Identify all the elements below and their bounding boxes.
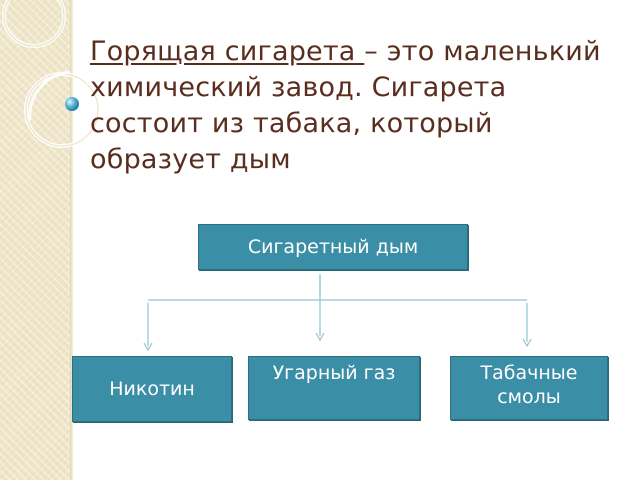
child-node-carbon-monoxide: Угарный газ bbox=[248, 356, 420, 420]
child-node-tar: Табачные смолы bbox=[450, 356, 608, 420]
child-node-nicotine: Никотин bbox=[72, 356, 232, 422]
